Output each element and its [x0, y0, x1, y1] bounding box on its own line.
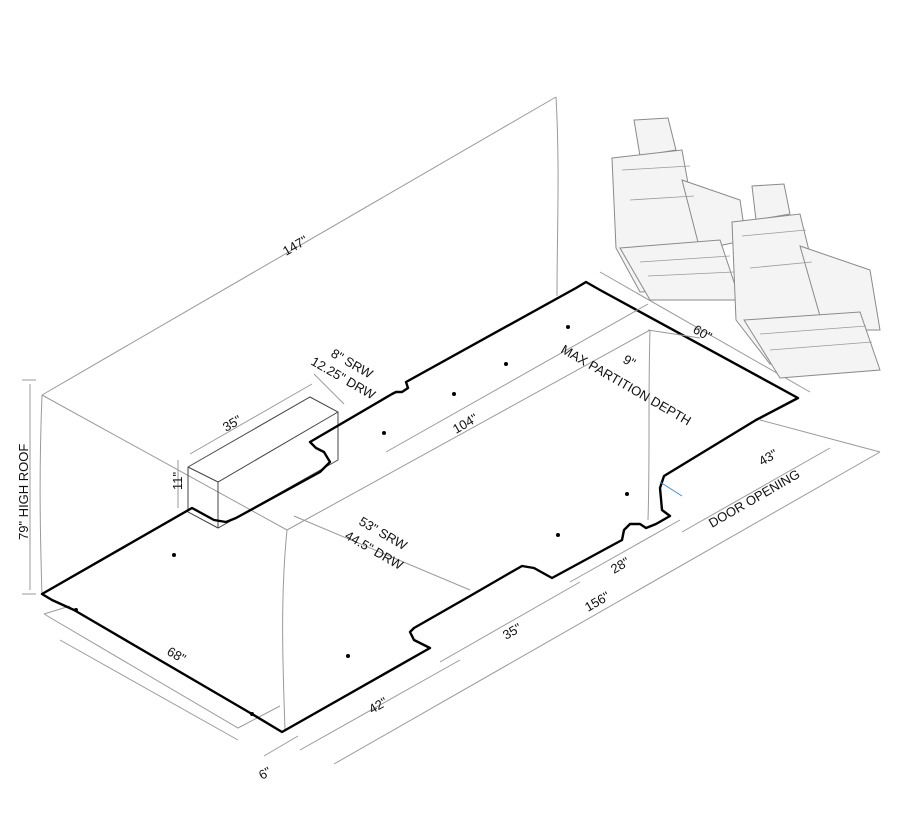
label-partition-9: 9"	[621, 352, 639, 371]
label-door-opening: DOOR OPENING	[706, 466, 802, 530]
label-bumper-6: 6"	[256, 763, 274, 782]
label-well-offset-42: 42"	[366, 694, 390, 717]
driver-seat	[611, 117, 747, 301]
door-marker	[659, 481, 683, 497]
tie-down-points	[74, 325, 629, 716]
wheel-well-box	[187, 396, 339, 529]
dimension-lines	[22, 271, 881, 765]
floor-outline	[40, 280, 800, 734]
label-well-to-door-28: 28"	[608, 554, 632, 577]
front-seats-illustration	[611, 117, 881, 379]
label-well-length-side: 35"	[500, 620, 524, 643]
label-high-roof: 79" HIGH ROOF	[16, 444, 31, 540]
van-wireframe	[39, 96, 651, 731]
label-floor-104: 104"	[450, 410, 481, 436]
label-rear-68: 68"	[165, 644, 189, 667]
label-well-height: 11"	[170, 472, 185, 490]
label-length-147: 147"	[280, 232, 311, 258]
label-floor-156: 156"	[582, 588, 613, 614]
label-well-length-top: 35"	[220, 412, 244, 435]
passenger-seat	[731, 183, 881, 379]
dimension-labels: 147" 79" HIGH ROOF 11" 35" 8" SRW 12.25"…	[16, 232, 802, 782]
label-door-43: 43"	[756, 446, 780, 469]
